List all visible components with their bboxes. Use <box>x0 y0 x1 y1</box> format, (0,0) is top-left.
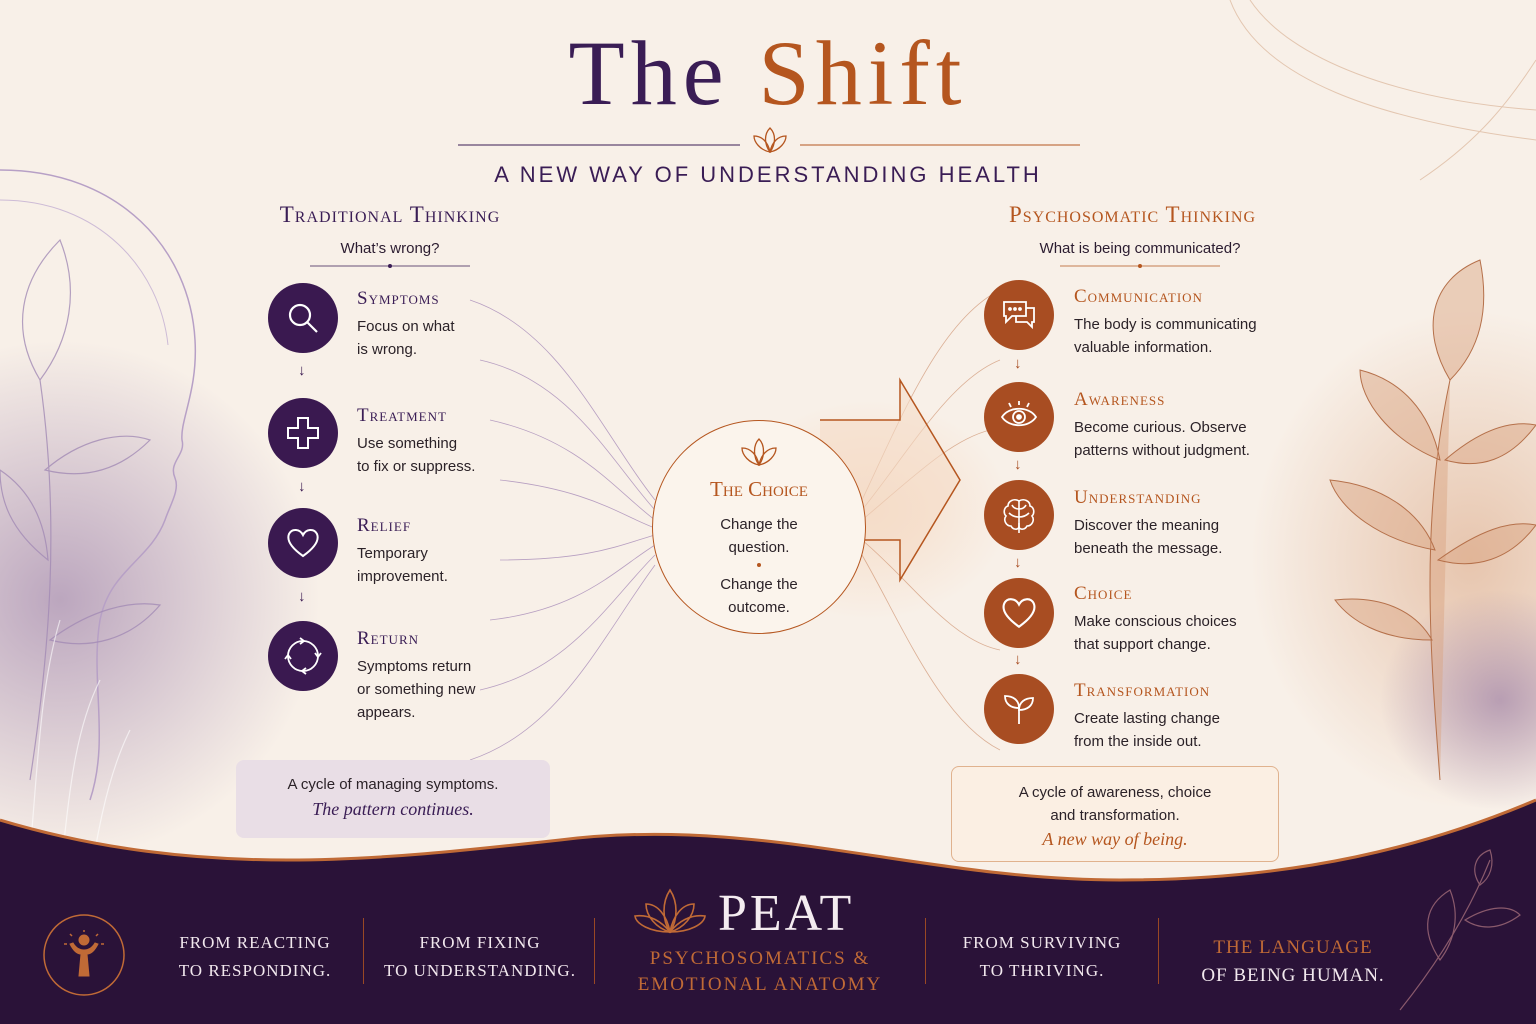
cross-icon <box>268 398 338 468</box>
lotus-logo-icon <box>634 888 706 934</box>
arrow-down-icon: ↓ <box>298 362 306 379</box>
brand-name: PEAT <box>718 885 855 942</box>
arrow-down-icon: ↓ <box>1014 355 1022 372</box>
cycle-icon <box>268 621 338 691</box>
traditional-question: What’s wrong? <box>340 240 440 257</box>
psychosomatic-step-title-2: Awareness <box>1074 389 1166 410</box>
title-part1: The <box>568 22 730 124</box>
psychosomatic-step-title-3: Understanding <box>1074 487 1202 508</box>
arrow-down-icon: ↓ <box>1014 554 1022 571</box>
arrow-down-icon: ↓ <box>298 478 306 495</box>
magnifier-icon <box>268 283 338 353</box>
arrow-down-icon: ↓ <box>1014 456 1022 473</box>
psychosomatic-step-title-5: Transformation <box>1074 680 1211 701</box>
traditional-heading: Traditional Thinking <box>279 202 501 227</box>
traditional-summary: A cycle of managing symptoms. The patter… <box>236 760 550 838</box>
traditional-step-title-2: Treatment <box>357 405 447 426</box>
traditional-step-title-1: Symptoms <box>357 288 440 309</box>
page-title: The Shift <box>0 18 1536 128</box>
traditional-step-title-3: Relief <box>357 515 412 536</box>
footer-divider <box>1158 918 1159 984</box>
eye-icon <box>984 382 1054 452</box>
psychosomatic-step-title-1: Communication <box>1074 286 1203 307</box>
brain-icon <box>984 480 1054 550</box>
sprout-icon <box>984 674 1054 744</box>
lotus-icon <box>741 438 777 467</box>
person-rising-icon <box>64 930 104 977</box>
choice-title: The Choice <box>710 477 808 501</box>
footer-divider <box>594 918 595 984</box>
footer-divider <box>925 918 926 984</box>
page-subtitle: A NEW WAY OF UNDERSTANDING HEALTH <box>494 162 1042 187</box>
arrow-down-icon: ↓ <box>1014 651 1022 668</box>
footer-divider <box>363 918 364 984</box>
psychosomatic-question: What is being communicated? <box>1039 240 1241 257</box>
brand-subtitle: PSYCHOSOMATICS &EMOTIONAL ANATOMY <box>637 948 883 995</box>
psychosomatic-step-title-4: Choice <box>1074 583 1133 604</box>
traditional-step-title-4: Return <box>357 628 420 649</box>
heart-icon <box>268 508 338 578</box>
heart-icon <box>984 578 1054 648</box>
psychosomatic-summary: A cycle of awareness, choice and transfo… <box>951 766 1279 862</box>
title-part2: Shift <box>758 22 968 124</box>
psychosomatic-heading: Psychosomatic Thinking <box>1008 202 1257 227</box>
speech-bubble-icon <box>984 280 1054 350</box>
arrow-down-icon: ↓ <box>298 588 306 605</box>
choice-dot <box>757 563 761 567</box>
